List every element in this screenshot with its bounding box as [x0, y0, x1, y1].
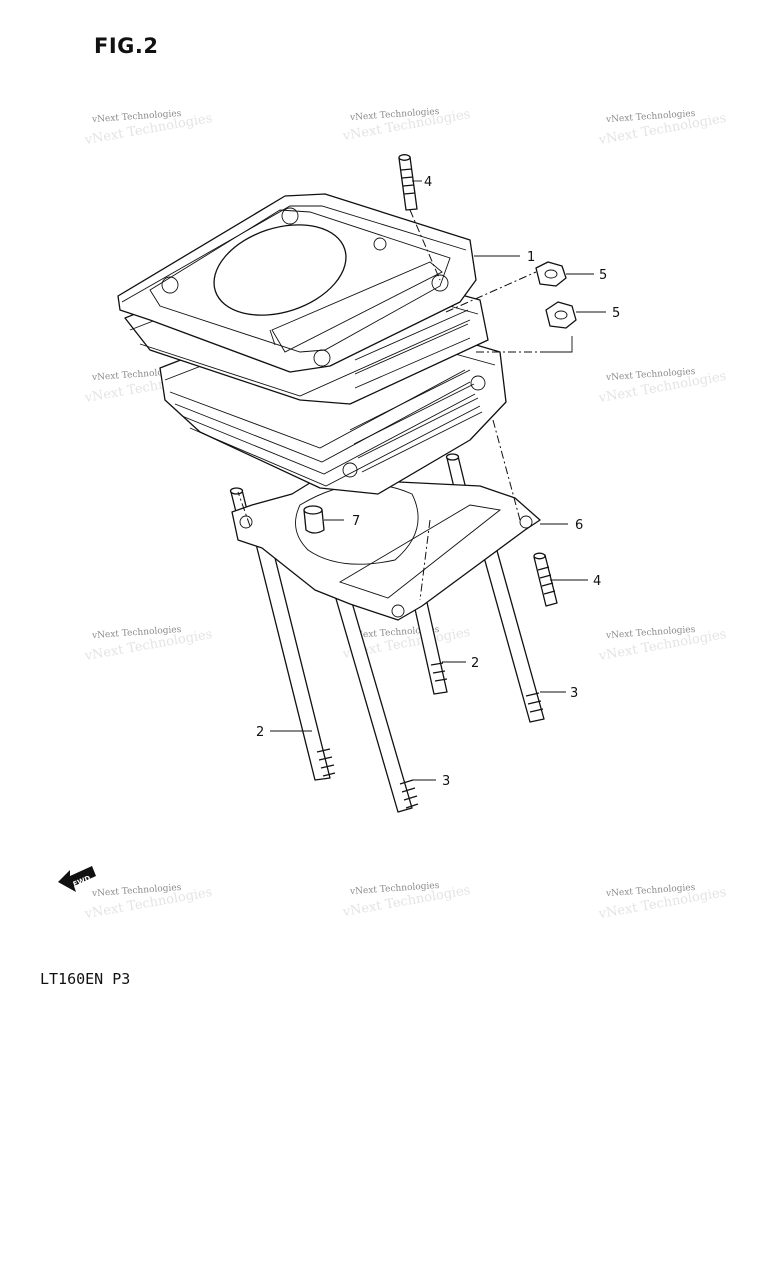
callout-4-lower: 4	[593, 574, 601, 589]
nut-5-lower	[545, 301, 577, 329]
figure-title: FIG.2	[94, 34, 159, 58]
callout-3-right: 3	[570, 686, 578, 701]
callout-5-upper: 5	[599, 268, 607, 283]
stud-4-lower	[533, 552, 558, 607]
cylinder-block	[117, 193, 507, 495]
callout-6: 6	[575, 518, 583, 533]
dowel-pin	[303, 505, 325, 534]
leader-lines	[270, 180, 606, 781]
stud-bolt-2-rear	[412, 597, 448, 695]
callout-1: 1	[527, 250, 535, 265]
nut-5-upper	[535, 261, 567, 287]
callout-7: 7	[352, 514, 360, 529]
callout-5-lower: 5	[612, 306, 620, 321]
alignment-lines	[237, 209, 573, 601]
callout-2-rear: 2	[471, 656, 479, 671]
stud-4-top	[398, 154, 418, 211]
model-code: LT160EN P3	[40, 970, 131, 988]
callout-4-top: 4	[424, 175, 432, 190]
callout-2-left: 2	[256, 725, 264, 740]
callout-3-center: 3	[442, 774, 450, 789]
forward-arrow-icon: FWD	[58, 866, 96, 892]
